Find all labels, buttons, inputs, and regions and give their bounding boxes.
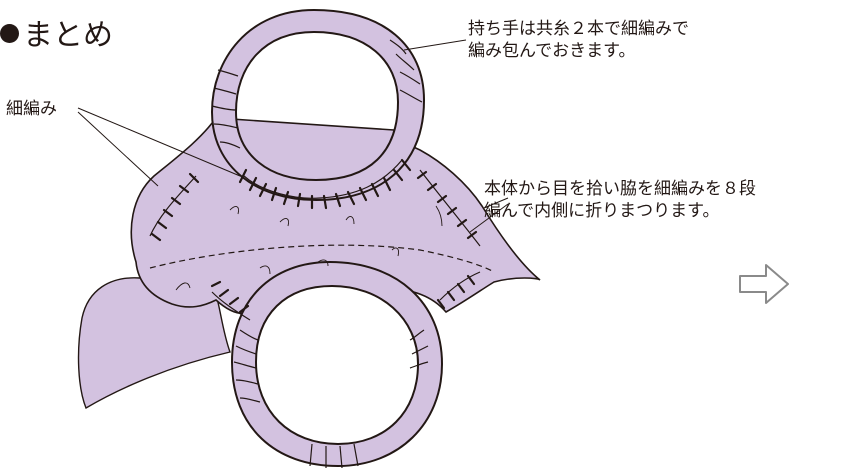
side-note-line-2: 編んで内側に折りまつります。 [484, 200, 756, 222]
label-hosoami: 細編み [6, 98, 57, 120]
handle-note-line-1: 持ち手は共糸２本で細編みで [468, 18, 689, 40]
title-text: まとめ [23, 10, 113, 54]
bottom-handle [232, 262, 442, 466]
bullet-icon [0, 24, 19, 43]
label-side-note: 本体から目を拾い脇を細編みを８段 編んで内側に折りまつります。 [484, 178, 756, 222]
section-title: まとめ [0, 12, 113, 52]
label-handle-note: 持ち手は共糸２本で細編みで 編み包んでおきます。 [468, 18, 689, 62]
side-note-line-1: 本体から目を拾い脇を細編みを８段 [484, 178, 756, 200]
handle-note-line-2: 編み包んでおきます。 [468, 40, 689, 62]
right-arrow-icon [738, 262, 790, 306]
